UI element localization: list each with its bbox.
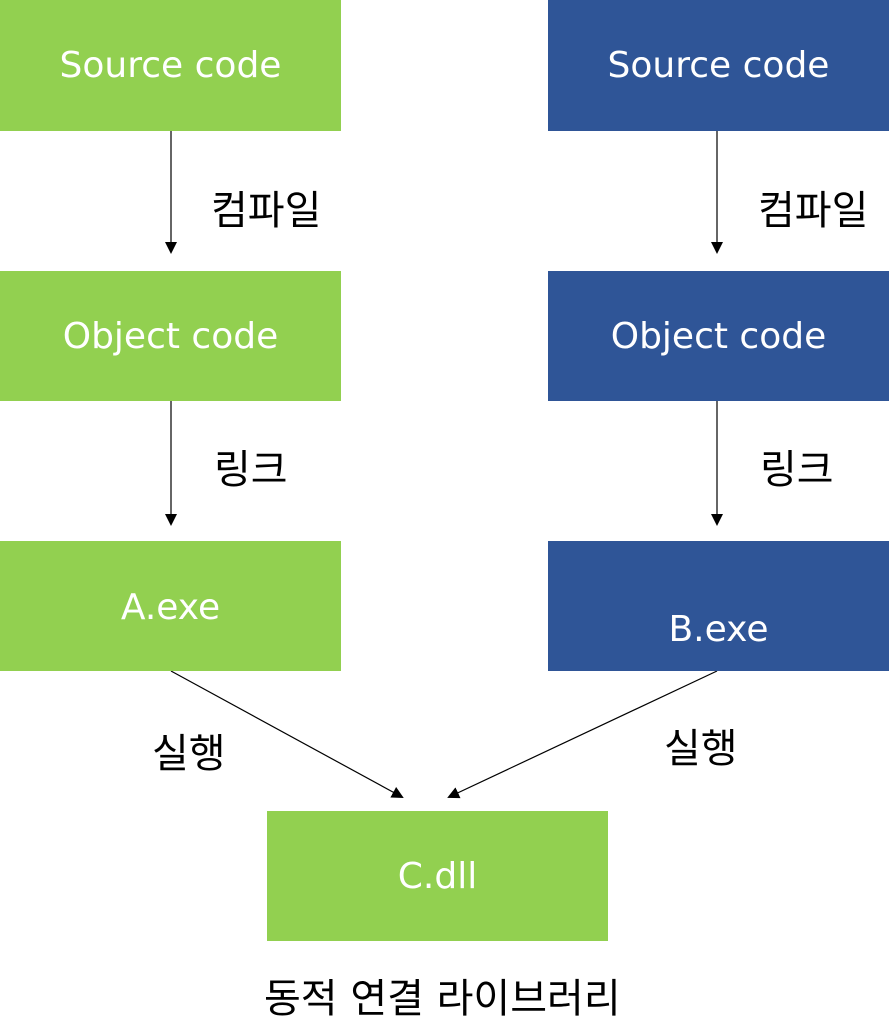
left-exe-label: A.exe <box>120 587 221 628</box>
right-exe-label: B.exe <box>668 609 769 650</box>
right-exe-box: B.exe <box>548 541 889 671</box>
right-link-label: 링크 <box>760 447 834 493</box>
right-compile-label: 컴파일 <box>758 188 869 234</box>
right-object-code-label: Object code <box>610 315 827 357</box>
left-source-code-box: Source code <box>0 0 341 131</box>
left-link-label: 링크 <box>214 447 288 493</box>
left-object-code-box: Object code <box>0 271 341 401</box>
left-run-label: 실행 <box>152 731 226 777</box>
library-caption: 동적 연결 라이브러리 <box>264 976 621 1022</box>
right-source-code-box: Source code <box>548 0 889 131</box>
left-run-arrow <box>170 670 404 798</box>
library-box: C.dll <box>267 811 608 941</box>
right-run-label: 실행 <box>664 726 738 772</box>
library-name: C.dll <box>397 855 478 897</box>
right-source-code-label: Source code <box>607 45 830 86</box>
right-object-code-box: Object code <box>548 271 889 401</box>
left-object-code-label: Object code <box>62 315 279 357</box>
right-run-arrow <box>447 670 718 799</box>
left-exe-box: A.exe <box>0 541 341 671</box>
left-compile-label: 컴파일 <box>211 188 322 234</box>
left-source-code-label: Source code <box>59 45 282 86</box>
